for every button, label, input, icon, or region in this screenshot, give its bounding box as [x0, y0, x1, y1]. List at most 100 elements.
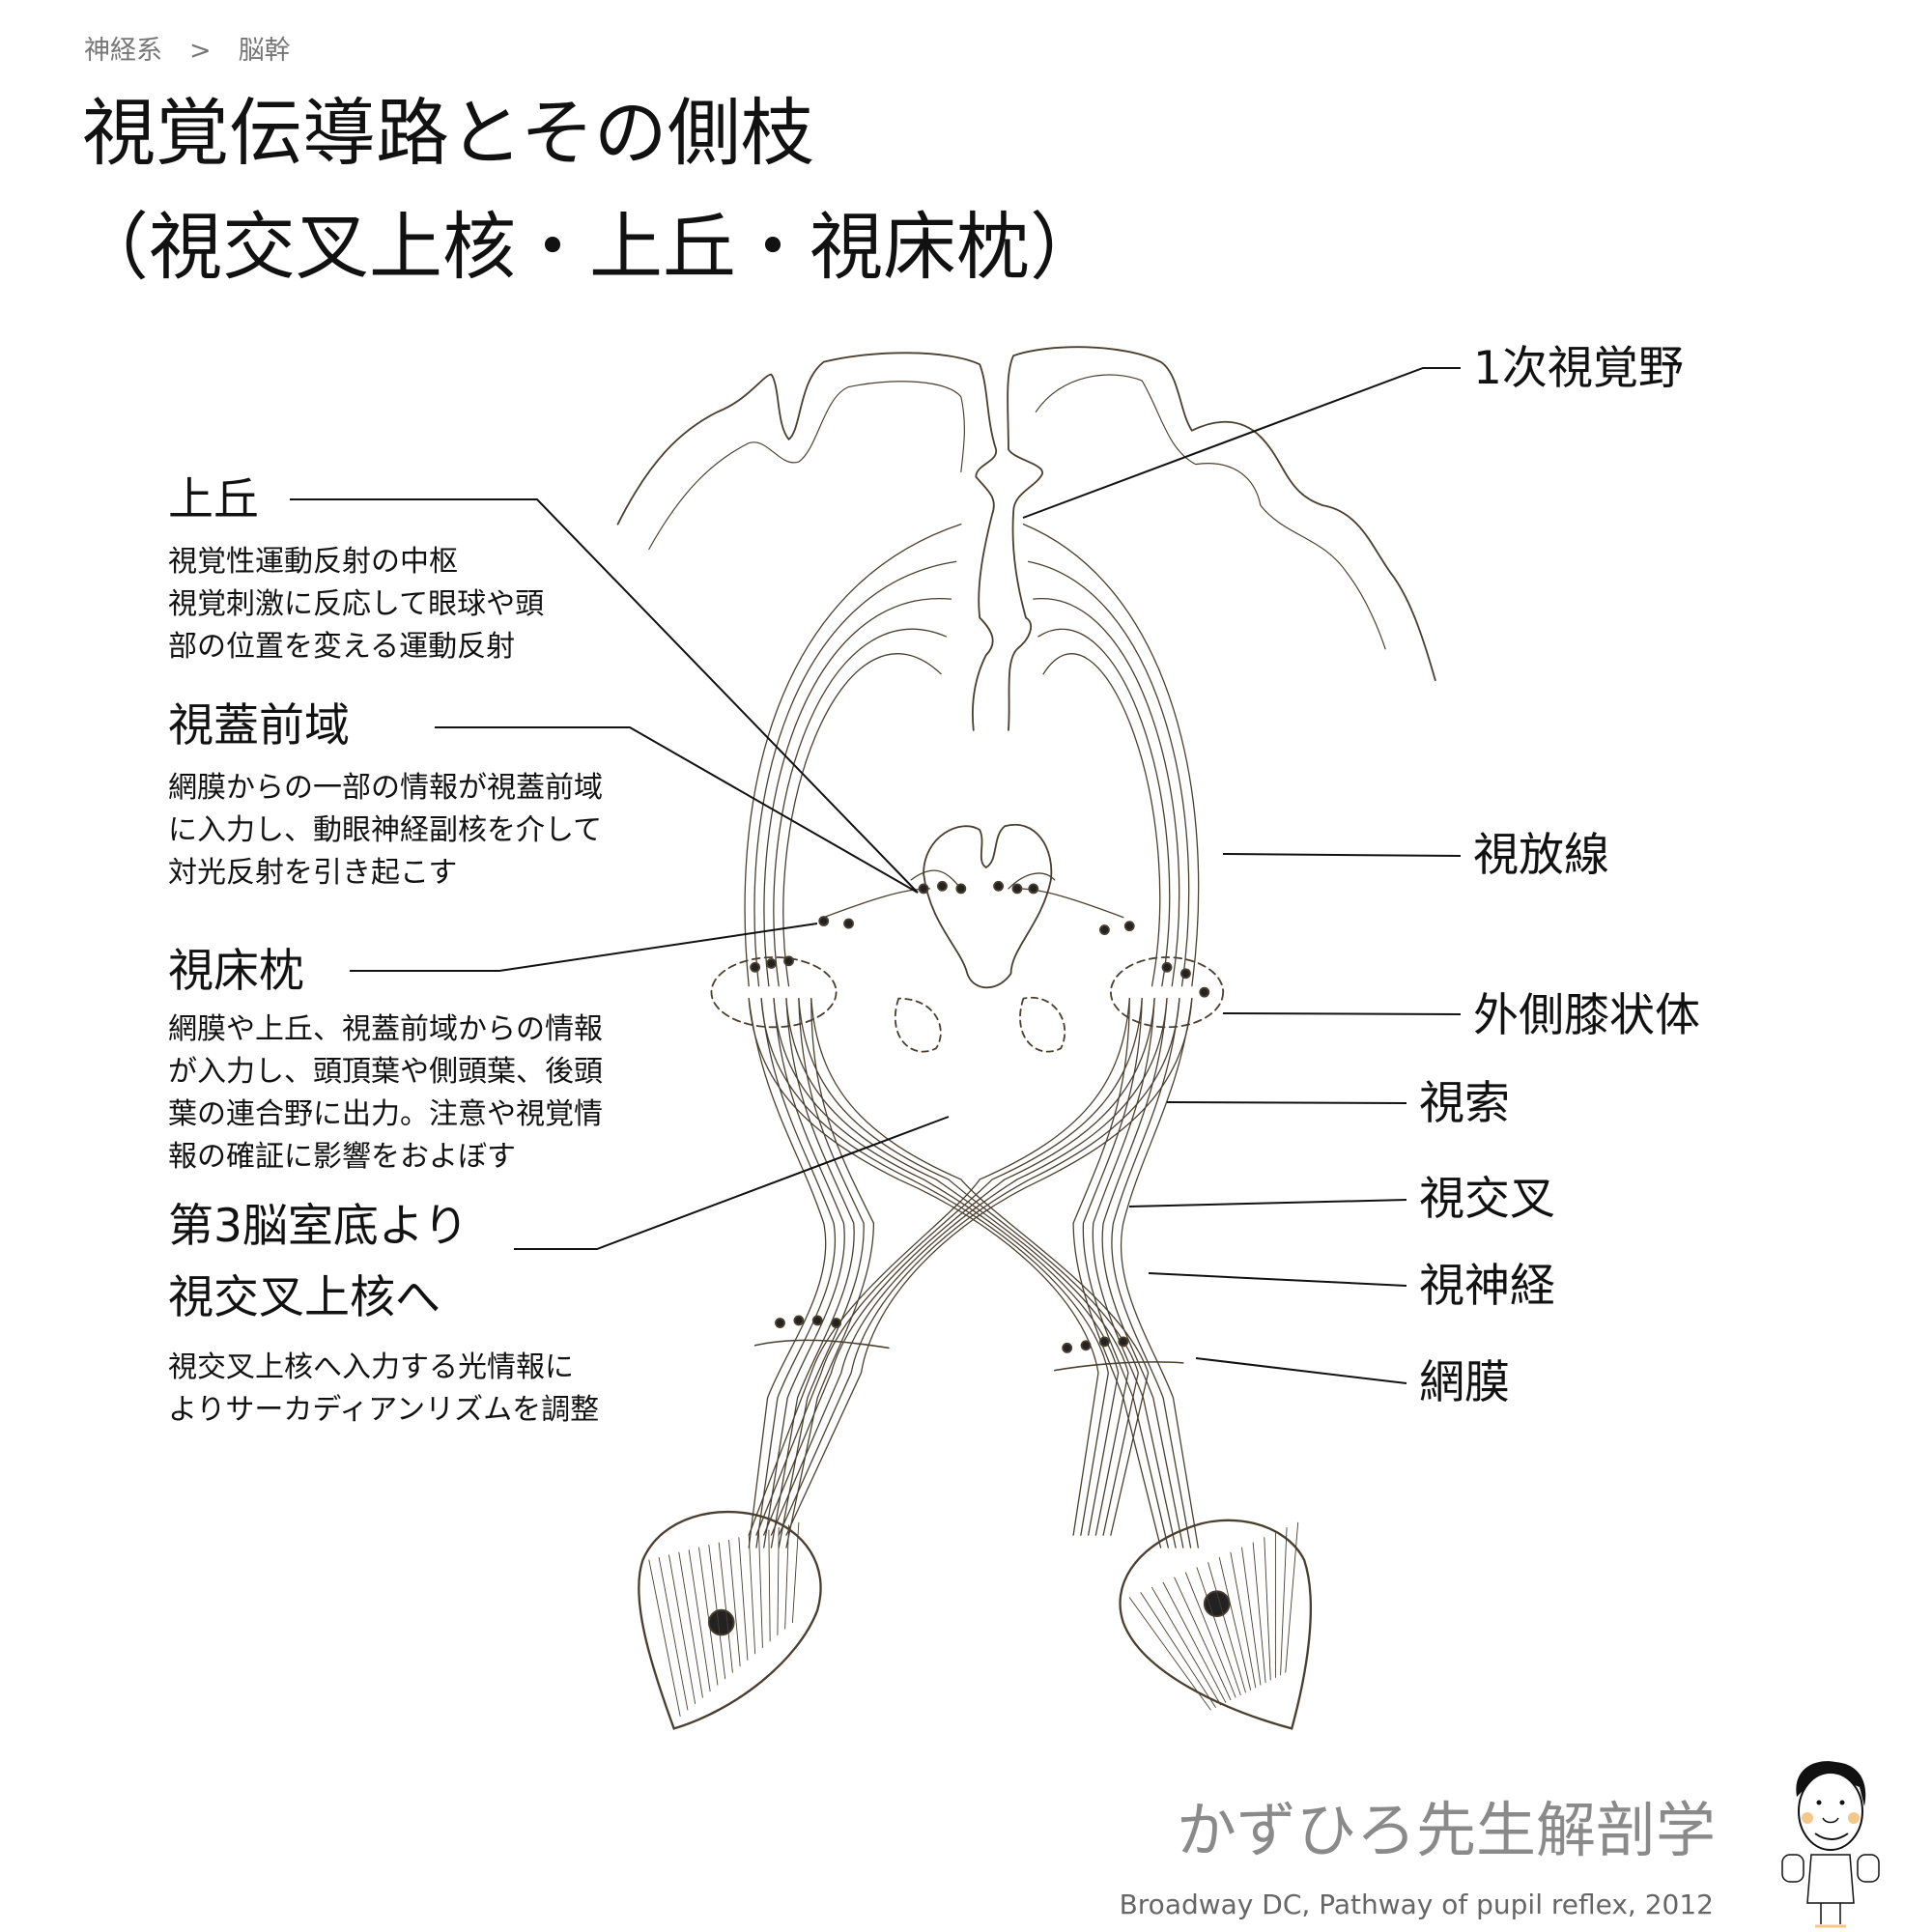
eye-hatch	[791, 1521, 800, 1624]
desc-line: 視交叉上核へ入力する光情報に	[168, 1350, 574, 1384]
neuron-cell-icon	[1011, 883, 1023, 895]
eye-hatch	[1140, 1592, 1216, 1708]
optic-fiber	[755, 997, 1143, 1536]
superior-colliculus-right	[1008, 872, 1056, 890]
neuron-cell-icon	[1179, 968, 1191, 980]
optic-fiber	[798, 997, 1139, 1536]
breadcrumb-separator: >	[189, 36, 212, 66]
label-scn-line1: 第3脳室底より	[168, 1200, 469, 1253]
eye-hatch	[658, 1556, 689, 1711]
eye-hatch	[668, 1554, 696, 1705]
eye-hatch	[678, 1551, 703, 1698]
leader-retina	[1195, 1357, 1407, 1384]
neuron-cell-icon	[818, 916, 830, 926]
optic-radiation-fiber	[1033, 598, 1180, 987]
label-optic-radiation: 視放線	[1473, 829, 1609, 882]
optic-radiation-fiber	[773, 628, 947, 987]
neuron-cell-icon	[993, 880, 1005, 892]
tectal-fiber	[823, 888, 931, 919]
desc-line: よりサーカディアンリズムを調整	[168, 1393, 600, 1427]
eye-hatch	[1264, 1537, 1271, 1681]
optic-fiber	[785, 997, 875, 1548]
leader-superior-colliculus	[290, 498, 919, 894]
optic-fiber	[1101, 997, 1184, 1548]
eye-hatch	[738, 1537, 749, 1661]
breadcrumb: 神経系 > 脳幹	[84, 29, 318, 67]
optic-fiber	[773, 997, 1120, 1536]
left-hemisphere	[616, 352, 997, 731]
eye-hatch	[1285, 1521, 1299, 1673]
optic-radiation-fiber	[1037, 628, 1171, 987]
page-title: 視覚伝導路とその側枝	[82, 90, 814, 176]
label-scn-line2: 視交叉上核へ	[168, 1271, 440, 1324]
breadcrumb-item[interactable]: 神経系	[84, 36, 162, 66]
lgn-left	[710, 956, 838, 1029]
citation: Broadway DC, Pathway of pupil reflex, 20…	[1119, 1889, 1714, 1920]
optic-fiber	[748, 997, 1130, 1536]
desc-scn: 視交叉上核へ入力する光情報に よりサーカディアンリズムを調整	[168, 1347, 599, 1432]
label-optic-chiasm: 視交叉	[1419, 1173, 1555, 1226]
optic-fiber	[1111, 997, 1192, 1548]
eye-hatch	[768, 1529, 771, 1642]
eye-hatch	[748, 1534, 756, 1655]
neuron-cell-icon	[1028, 883, 1039, 895]
optic-fiber	[778, 997, 865, 1548]
optic-radiation-fiber	[744, 523, 962, 987]
desc-line: が入力し、頭頂葉や側頭葉、後頭	[168, 1055, 603, 1089]
neuron-cell-icon	[1080, 1340, 1092, 1351]
eye-hatch	[698, 1547, 719, 1686]
optic-fiber	[785, 997, 1129, 1536]
breadcrumb-item[interactable]: 脳幹	[238, 36, 291, 66]
right-hemisphere	[1007, 346, 1436, 731]
optic-fiber	[1072, 997, 1162, 1548]
neuron-cell-icon	[1062, 1342, 1073, 1353]
neuron-cell-icon	[843, 918, 854, 929]
eye-hatch	[1218, 1556, 1252, 1690]
optic-fiber	[763, 997, 845, 1548]
superior-colliculus-left	[910, 869, 962, 890]
neuron-cell-icon	[1123, 921, 1135, 932]
neuron-cell-icon	[766, 957, 777, 969]
desc-superior-colliculus: 視覚性運動反射の中枢 視覚刺激に反応して眼球や頭 部の位置を変える運動反射	[168, 541, 544, 668]
leader-optic-tract	[1166, 1101, 1407, 1104]
neuron-cell-icon	[1118, 1336, 1129, 1348]
optic-radiation-fiber	[1042, 653, 1161, 987]
eye-hatch	[1252, 1542, 1266, 1684]
leader-optic-nerve	[1148, 1272, 1407, 1287]
eye-hatch	[728, 1539, 741, 1667]
optic-fiber	[778, 997, 1180, 1536]
desc-line: 報の確証に影響をおよぼす	[168, 1140, 516, 1174]
optic-radiation-fiber	[1027, 560, 1190, 987]
leader-optic-radiation	[1222, 853, 1462, 857]
desc-pulvinar: 網膜や上丘、視蓋前域からの情報 が入力し、頭頂葉や側頭葉、後頭 葉の連合野に出力…	[168, 1009, 603, 1179]
leader-pretectal-area	[435, 726, 919, 894]
midbrain	[923, 823, 1053, 989]
optic-fiber	[760, 997, 1109, 1536]
leader-chiasm	[1128, 1199, 1407, 1208]
desc-pretectal-area: 網膜からの一部の情報が視蓋前域 に入力し、動眼神経副核を介して 対光反射を引き起…	[168, 767, 603, 895]
neuron-cell-icon	[1161, 961, 1173, 973]
eye-hatch	[688, 1549, 711, 1692]
tectal-fiber	[1016, 888, 1124, 919]
neuron-cell-icon	[918, 883, 929, 895]
label-pulvinar: 視床枕	[168, 945, 304, 998]
label-lgn: 外側膝状体	[1473, 989, 1700, 1042]
eye-hatch	[784, 1524, 789, 1630]
eye-hatch	[1280, 1526, 1288, 1676]
label-optic-tract: 視索	[1419, 1077, 1510, 1130]
eye-hatch	[1230, 1551, 1257, 1689]
optic-radiation-fiber	[1022, 523, 1200, 987]
left-optic-disc	[707, 1608, 735, 1636]
neuron-cell-icon	[1199, 986, 1210, 998]
leader-lgn	[1222, 1012, 1462, 1015]
neuron-cell-icon	[955, 883, 967, 895]
desc-line: 網膜からの一部の情報が視蓋前域	[168, 771, 603, 805]
eye-hatching	[648, 1521, 1299, 1717]
eye-hatch	[1162, 1581, 1227, 1703]
leader-v1	[1022, 367, 1461, 519]
label-optic-nerve: 視神経	[1419, 1260, 1555, 1313]
lgn-right	[1109, 956, 1225, 1029]
left-eye	[638, 1510, 822, 1730]
neuron-cell-icon	[937, 880, 948, 892]
desc-line: 葉の連合野に出力。注意や視覚情	[168, 1097, 603, 1131]
